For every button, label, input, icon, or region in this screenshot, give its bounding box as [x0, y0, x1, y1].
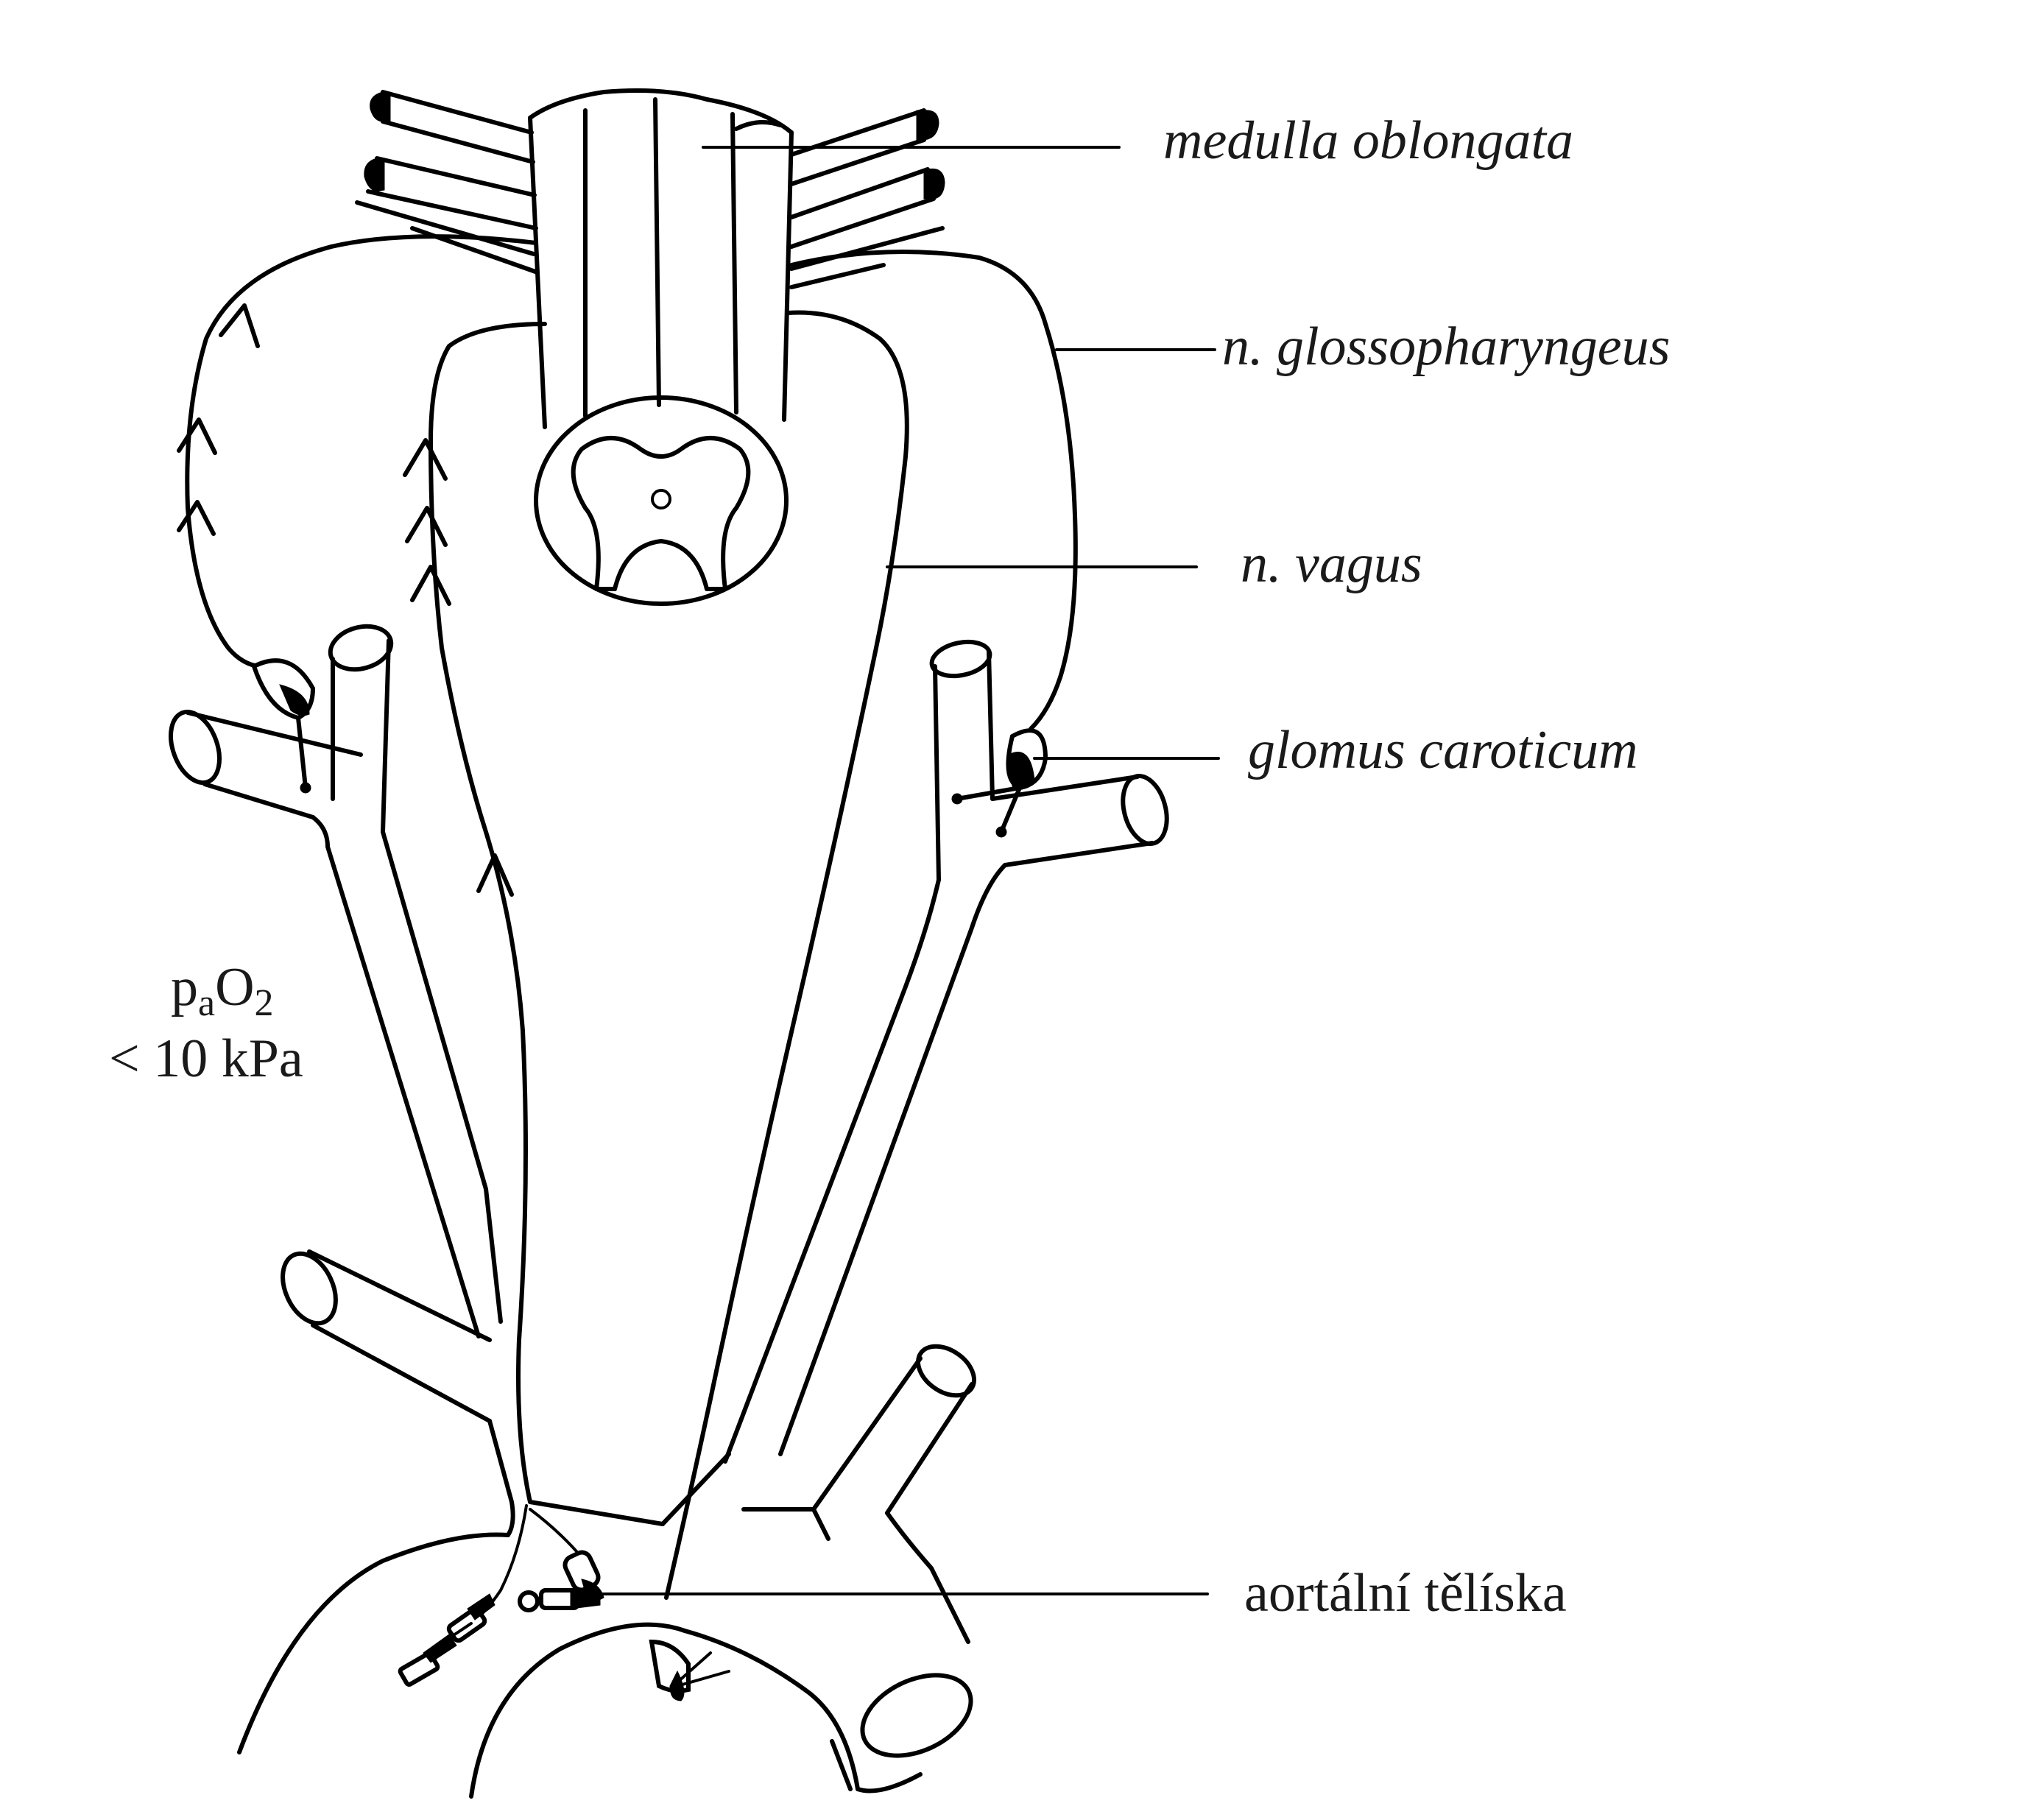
- label-vagus: n. vagus: [1241, 534, 1422, 594]
- label-glossopharyngeus: n. glossopharyngeus: [1222, 317, 1670, 377]
- label-aortic-bodies: aortální tělíska: [1244, 1563, 1567, 1623]
- nerve-roots-left: [355, 90, 540, 275]
- right-carotid-artery: [723, 639, 1169, 1464]
- left-vagus-nerve: [403, 310, 909, 1600]
- medulla-oblongata-drawing: [528, 88, 794, 606]
- po2-threshold-label: paO2 < 10 kPa: [109, 957, 303, 1089]
- leader-lines: [580, 146, 1220, 1595]
- nerve-roots-right: [789, 108, 945, 289]
- aortic-arch: [237, 1507, 973, 1799]
- aortic-bodies: [398, 1504, 730, 1701]
- left-carotid-artery: [169, 624, 503, 1338]
- po2-sub-a: a: [198, 982, 215, 1024]
- po2-o: O: [215, 957, 254, 1017]
- aortic-arch-branches: [281, 1249, 976, 1537]
- po2-threshold: < 10 kPa: [109, 1029, 303, 1089]
- svg-text:paO2: paO2: [171, 957, 274, 1024]
- label-medulla-oblongata: medulla oblongata: [1163, 110, 1573, 171]
- left-glossopharyngeal-nerve: [177, 234, 538, 669]
- po2-sub-2: 2: [255, 982, 274, 1024]
- label-glomus-caroticum: glomus caroticum: [1248, 720, 1638, 780]
- right-glossopharyngeal-nerve: [789, 250, 1078, 731]
- po2-p: p: [171, 957, 198, 1017]
